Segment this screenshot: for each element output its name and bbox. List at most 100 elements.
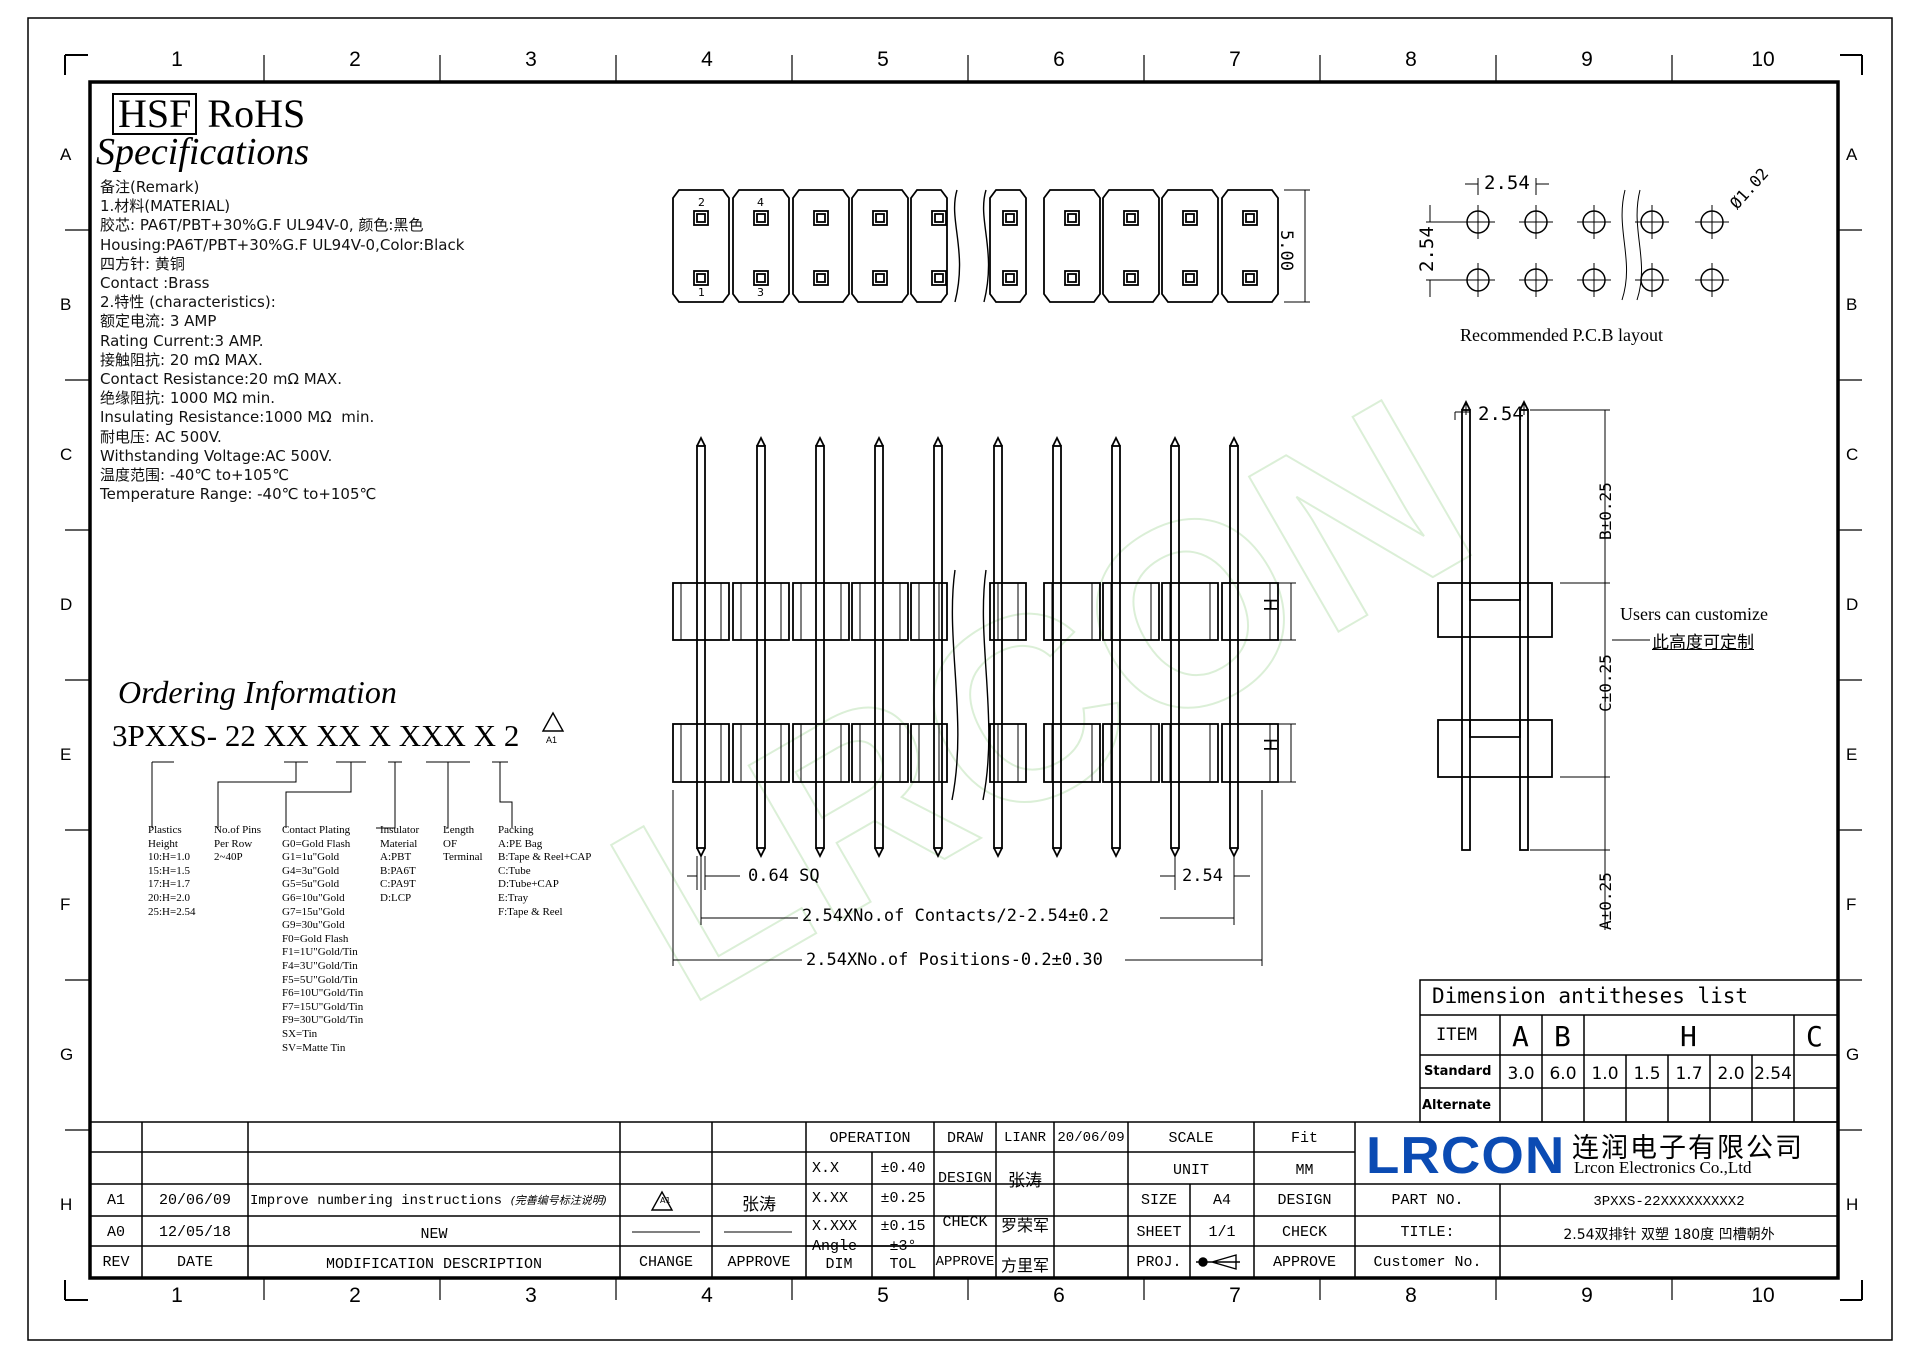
part-no-label: PART NO. [1391,1192,1464,1209]
zone-row-G: G [60,1045,74,1064]
check-name: 罗荣军 [1000,1216,1049,1235]
zone-col-10: 10 [1751,48,1775,71]
ordering-col-height: Plastics Height 10:H=1.0 15:H=1.5 17:H=1… [148,824,196,918]
standard-value: 1.7 [1675,1064,1703,1084]
tolerance-dim: Angle [812,1238,858,1255]
ordering-col-plating: Contact Plating G0=Gold Flash G1=1u"Gold… [282,824,364,1054]
tolerance-dim: X.XXX [812,1218,858,1235]
spec-line: 额定电流: 3 AMP [100,312,217,331]
side-view [1437,399,1650,930]
draw-date: 20/06/09 [1057,1130,1125,1146]
spec-line: Temperature Range: -40℃ to+105℃ [100,485,377,504]
zone-row-H: H [1846,1195,1859,1214]
tolerance-value: ±0.40 [880,1160,926,1177]
contacts-length-dim: 2.54XNo.of Contacts/2-2.54±0.2 [802,906,1110,926]
dimension-table-grid [1419,979,1839,1123]
pcb-pitch-v: 2.54 [1416,226,1438,272]
standard-value: 1.0 [1591,1064,1619,1084]
spec-line: 绝缘阻抗: 1000 MΩ min. [100,389,275,408]
zone-row-B: B [1846,295,1858,314]
pcb-caption: Recommended P.C.B layout [1460,325,1663,345]
ordering-col-pins: No.of Pins Per Row 2~40P [214,824,262,864]
zone-col-7: 7 [1229,1284,1241,1307]
unit-label: UNIT [1172,1162,1209,1179]
unit-value: MM [1295,1162,1314,1179]
spec-line: 胶芯: PA6T/PBT+30%G.F UL94V-0, 颜色:黑色 [100,216,424,235]
draw-name: LIANR [1003,1130,1046,1146]
proj-label: PROJ. [1136,1254,1182,1271]
spec-line: 接触阻抗: 20 mΩ MAX. [100,350,263,369]
rev-header: REV [102,1254,130,1271]
tolerance-value: ±0.15 [880,1218,926,1235]
rohs-label: RoHS [207,91,306,136]
custom-note-en: Users can customize [1620,604,1768,624]
zone-col-5: 5 [877,48,889,71]
rev-a0-date: 12/05/18 [158,1224,231,1241]
title-label: TITLE: [1400,1224,1455,1241]
standard-value: 3.0 [1507,1064,1535,1084]
dim-table-col-h: H [1680,1020,1697,1053]
h-dim-upper: H [1259,598,1280,612]
tolerance-dim: X.X [812,1160,840,1177]
company-logo: LRCON [1366,1127,1566,1185]
zone-col-6: 6 [1053,48,1065,71]
standard-value: 2.0 [1717,1064,1745,1084]
scale-label: SCALE [1168,1130,1214,1147]
ordering-col-length: Length OF Terminal [443,824,483,864]
ordering-leader-lines [151,761,513,829]
change-header: CHANGE [638,1254,693,1271]
rev-a1: A1 [106,1192,125,1209]
top-view-housing [672,189,1310,303]
standard-value: 1.5 [1633,1064,1661,1084]
zone-row-E: E [60,745,72,764]
tolerance-tol-label: TOL [889,1256,917,1273]
ordering-title: Ordering Information [118,674,397,710]
dim-a: A±0.25 [1596,872,1615,930]
ordering-col-insulator: Insulator Material A:PBT B:PA6T C:PA9T D… [380,824,420,904]
approve-header: APPROVE [727,1254,791,1271]
spec-line: Rating Current:3 AMP. [100,331,264,350]
zone-col-2: 2 [349,48,361,71]
zone-row-C: C [1846,445,1859,464]
zone-col-7: 7 [1229,48,1241,71]
spec-line: 耐电压: AC 500V. [100,427,222,446]
approve-name: 方里军 [1000,1256,1049,1275]
projection-symbol [1196,1254,1240,1270]
dim-table-col-c: C [1806,1020,1823,1053]
ordering-code: 3PXXS- 22 XX XX X XXX X 2 [112,718,520,753]
custom-note-cn: 此高度可定制 [1652,633,1754,653]
spec-line: 温度范围: -40℃ to+105℃ [100,466,290,485]
front-view [672,435,1296,966]
dim-table-col-a: A [1512,1020,1529,1053]
customer-no-label: Customer No. [1373,1254,1482,1271]
zone-col-5: 5 [877,1284,889,1307]
check-label-2: CHECK [1281,1224,1327,1241]
zone-row-G: G [1846,1045,1860,1064]
approve-label: APPROVE [935,1254,995,1270]
rev-a1-change: A1 [660,1196,671,1205]
tolerance-dim: X.XX [812,1190,849,1207]
rev-a1-desc: Improve numbering instructions (完善编号标注说明… [250,1193,608,1209]
tolerance-dim-label: DIM [825,1256,853,1273]
zone-col-4: 4 [701,48,713,71]
spec-line: Withstanding Voltage:AC 500V. [100,446,333,465]
desc-header: MODIFICATION DESCRIPTION [325,1256,543,1273]
rev-a1-date: 20/06/09 [158,1192,231,1209]
tolerance-value: ±3° [889,1238,917,1255]
spec-line: 2.特性 (characteristics): [100,293,276,312]
pin-square-dim: 0.64 SQ [748,866,820,886]
zone-col-10: 10 [1751,1284,1775,1307]
spec-line: Housing:PA6T/PBT+30%G.F UL94V-0,Color:Bl… [100,235,465,254]
rev-a0-blank-lines [632,1231,792,1233]
size-value: A4 [1212,1192,1231,1209]
zone-col-9: 9 [1581,48,1593,71]
zone-col-6: 6 [1053,1284,1065,1307]
zone-row-F: F [1846,895,1857,914]
rev-a0: A0 [106,1224,125,1241]
dim-table-item: ITEM [1436,1025,1477,1045]
pin-label-2: 2 [698,196,705,209]
zone-col-1: 1 [171,48,183,71]
date-header: DATE [176,1254,213,1271]
zone-col-1: 1 [171,1284,183,1307]
dim-table-alternate-label: Alternate [1422,1098,1492,1113]
